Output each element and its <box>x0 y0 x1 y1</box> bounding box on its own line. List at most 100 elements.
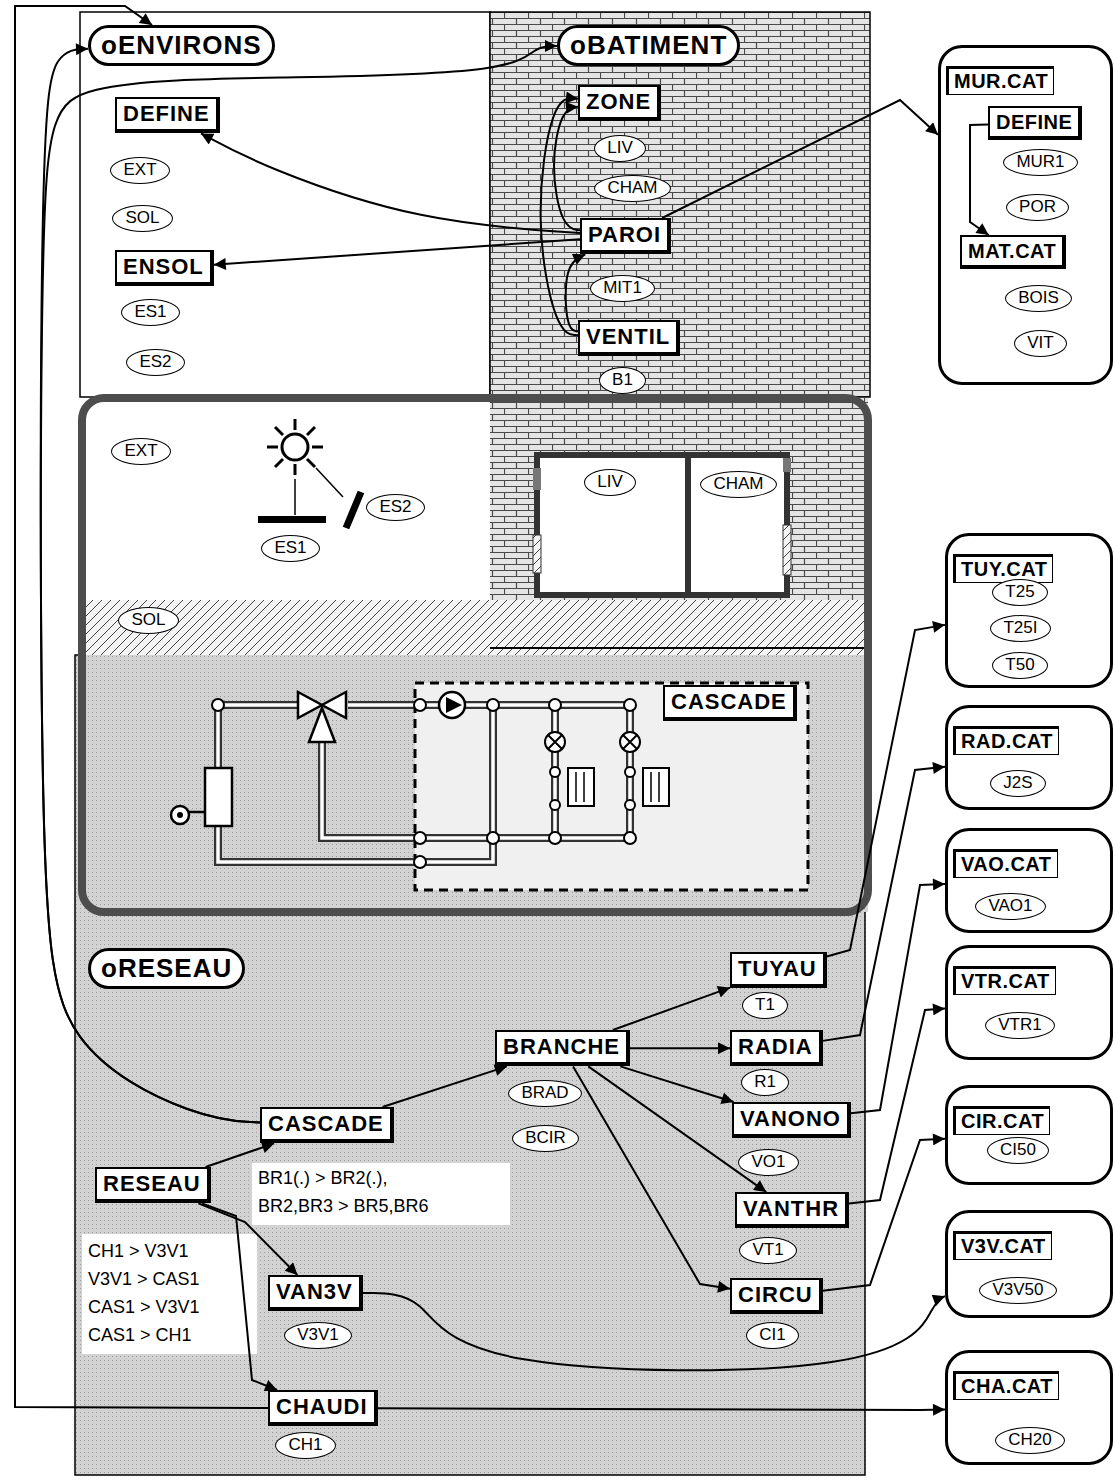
node-label: ES2 <box>379 497 411 517</box>
reference-arrow <box>363 1293 945 1370</box>
reference-arrow <box>206 1143 274 1167</box>
pipe-junctions <box>212 699 636 868</box>
door-symbol <box>533 535 541 573</box>
class-box: ZONE <box>578 85 661 121</box>
pipe-junction <box>212 699 224 711</box>
node-label: BRAD <box>521 1083 568 1103</box>
class-box: TUYAU <box>730 952 827 988</box>
reference-arrow <box>849 1009 945 1204</box>
group-label: oBATIMENT <box>557 25 740 66</box>
instance-ellipse: VAO1 <box>975 893 1046 920</box>
node-label: SOL <box>125 208 159 228</box>
node-label: SOL <box>131 610 165 630</box>
catalog-panel: CIR.CATCI50 <box>945 1085 1113 1185</box>
catalog-panel: VTR.CATVTR1 <box>945 945 1113 1060</box>
instance-ellipse: B1 <box>599 367 646 394</box>
instance-ellipse: CI1 <box>746 1322 799 1349</box>
reference-arrow <box>41 49 260 1123</box>
node-label: ZONE <box>586 89 651 115</box>
class-box: DEFINE <box>115 97 220 133</box>
reference-arrow <box>573 1066 730 1288</box>
reference-arrow <box>554 107 580 231</box>
instance-ellipse: CHAM <box>700 471 777 498</box>
node-label: VAN3V <box>276 1279 353 1305</box>
node-label: T25 <box>1005 582 1034 602</box>
reference-arrow <box>202 1203 277 1390</box>
link-note: CAS1 > V3V1 <box>88 1296 200 1319</box>
connectors <box>15 6 989 1410</box>
instance-ellipse: BRAD <box>508 1080 582 1107</box>
class-box: PAROI <box>580 218 671 254</box>
instance-ellipse: T50 <box>992 652 1048 679</box>
class-box: RADIA <box>730 1030 823 1066</box>
valve-symbol <box>620 732 640 752</box>
sun-symbol <box>282 434 308 460</box>
instance-ellipse: J2S <box>990 770 1046 797</box>
sun-ray-line <box>316 468 343 497</box>
node-label: VANTHR <box>743 1196 839 1222</box>
group-label: oRESEAU <box>88 948 245 989</box>
note-patch <box>252 1163 510 1225</box>
node-label: MUR1 <box>1016 152 1064 172</box>
pipe-junction <box>487 832 499 844</box>
node-label: B1 <box>612 370 633 390</box>
reference-arrow <box>214 239 580 264</box>
instance-ellipse: POR <box>1006 194 1069 221</box>
node-label: DEFINE <box>996 110 1072 134</box>
instance-ellipse: VO1 <box>738 1149 799 1176</box>
node-label: VTR.CAT <box>953 966 1056 995</box>
node-label: MUR.CAT <box>946 66 1054 95</box>
pipe-junction <box>549 699 561 711</box>
class-box: VAN3V <box>268 1275 363 1311</box>
sun-rays <box>267 419 323 475</box>
instance-ellipse: BCIR <box>512 1125 579 1152</box>
node-label: PAROI <box>588 222 661 248</box>
node-label: V3V50 <box>992 1280 1043 1300</box>
window-symbol <box>783 458 791 472</box>
instance-ellipse: T25 <box>992 579 1048 606</box>
door-symbol <box>783 525 791 575</box>
node-label: TUY.CAT <box>953 554 1053 583</box>
node-label: VENTIL <box>586 324 670 350</box>
node-label: RESEAU <box>103 1171 201 1197</box>
reference-arrow <box>851 884 945 1113</box>
pipe-junction <box>414 699 426 711</box>
node-label: POR <box>1019 197 1056 217</box>
node-label: BRANCHE <box>503 1034 620 1060</box>
instance-ellipse: ES2 <box>126 349 185 376</box>
outdoor-area <box>82 398 490 603</box>
node-label: CH1 <box>288 1435 322 1455</box>
class-box: CASCADE <box>663 685 797 721</box>
node-label: CIR.CAT <box>953 1106 1050 1135</box>
class-box: CASCADE <box>260 1107 394 1143</box>
valve-symbol <box>545 732 565 752</box>
valve-cross <box>548 735 562 749</box>
boiler-symbol <box>205 768 232 826</box>
node-label: CH20 <box>1008 1430 1051 1450</box>
group-label: oENVIRONS <box>88 25 275 66</box>
instance-ellipse: EXT <box>110 157 170 184</box>
reference-arrow <box>15 6 268 1408</box>
burner-symbol <box>171 806 189 824</box>
pipe-junction <box>550 767 560 777</box>
node-label: ES1 <box>134 302 166 322</box>
note-patch <box>82 1234 257 1354</box>
node-label: T1 <box>755 995 775 1015</box>
building-panel <box>490 12 870 397</box>
node-label: CASCADE <box>671 689 787 715</box>
class-box: ENSOL <box>115 250 214 286</box>
instance-ellipse: CH1 <box>275 1432 336 1459</box>
node-label: BOIS <box>1018 288 1059 308</box>
radiator-symbol <box>568 768 594 806</box>
node-label: oBATIMENT <box>570 30 727 61</box>
foundation-line <box>490 647 868 649</box>
pipe-junction <box>550 800 560 810</box>
node-label: T25I <box>1003 618 1037 638</box>
node-label: CHAM <box>607 178 657 198</box>
reference-arrow <box>630 1047 730 1049</box>
room-outline <box>537 455 787 595</box>
reference-arrow <box>383 1066 507 1107</box>
pump-arrow <box>446 697 462 713</box>
three-way-valve <box>309 708 335 742</box>
instance-ellipse: ES1 <box>261 535 320 562</box>
